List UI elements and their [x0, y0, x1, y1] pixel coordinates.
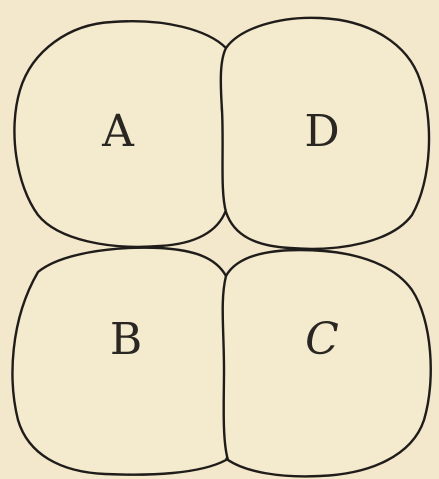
cell-d-label: D [304, 106, 339, 157]
cell-b-label: B [110, 314, 142, 365]
cell-c-label: C [305, 314, 339, 365]
cell-a-label: A [101, 106, 135, 157]
